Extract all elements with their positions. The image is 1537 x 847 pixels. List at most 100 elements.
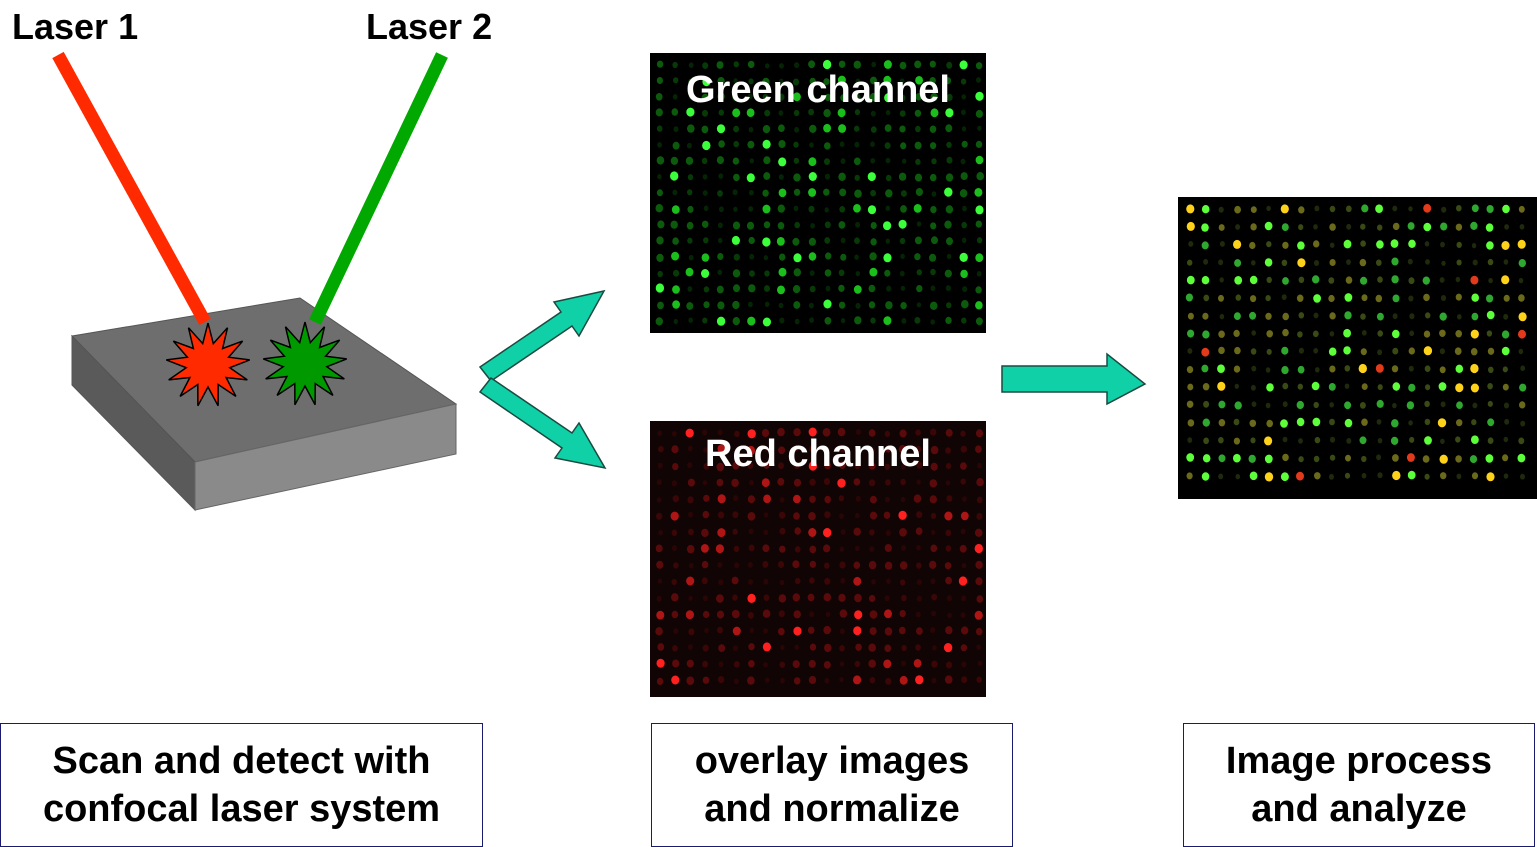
- array-spot: [1440, 222, 1448, 231]
- array-spot: [1361, 294, 1368, 302]
- array-spot: [977, 462, 982, 469]
- array-spot: [884, 644, 892, 653]
- array-spot: [701, 560, 709, 569]
- array-spot: [1409, 313, 1415, 320]
- array-spot: [779, 511, 786, 519]
- array-spot: [1186, 221, 1195, 231]
- array-spot: [717, 494, 726, 504]
- array-spot: [869, 511, 878, 520]
- red-channel-spots: [655, 427, 984, 685]
- array-spot: [672, 189, 678, 196]
- array-spot: [977, 660, 983, 667]
- array-spot: [854, 189, 862, 198]
- array-spot: [822, 59, 832, 70]
- array-spot: [838, 495, 845, 502]
- array-spot: [762, 237, 771, 247]
- array-spot: [1203, 258, 1209, 265]
- array-spot: [747, 593, 756, 603]
- array-spot: [913, 204, 922, 213]
- array-spot: [1360, 240, 1366, 247]
- array-spot: [901, 544, 907, 551]
- array-spot: [747, 429, 756, 439]
- array-spot: [946, 595, 952, 602]
- array-spot: [1406, 453, 1415, 462]
- array-spot: [733, 173, 740, 182]
- array-spot: [884, 142, 891, 149]
- array-spot: [1408, 206, 1413, 212]
- array-spot: [1392, 313, 1398, 320]
- array-spot: [1406, 401, 1415, 410]
- array-spot: [702, 140, 711, 151]
- array-spot: [883, 60, 892, 69]
- array-spot: [656, 77, 663, 84]
- array-spot: [1344, 311, 1352, 320]
- array-spot: [1456, 205, 1462, 212]
- array-spot: [914, 60, 922, 69]
- array-spot: [1202, 312, 1209, 320]
- array-spot: [1456, 241, 1462, 248]
- array-spot: [884, 496, 890, 503]
- array-spot: [884, 595, 890, 602]
- array-spot: [809, 611, 815, 618]
- array-spot: [718, 173, 724, 179]
- array-spot: [869, 546, 875, 552]
- array-spot: [900, 302, 907, 310]
- array-spot: [764, 446, 769, 452]
- array-spot: [916, 545, 921, 551]
- array-spot: [855, 545, 860, 552]
- array-spot: [915, 429, 921, 436]
- array-spot: [1488, 277, 1493, 284]
- array-spot: [823, 661, 831, 669]
- array-spot: [1282, 277, 1289, 285]
- array-spot: [733, 661, 740, 668]
- array-spot: [764, 285, 770, 292]
- array-spot: [657, 270, 663, 278]
- array-spot: [884, 627, 893, 636]
- array-spot: [945, 316, 952, 324]
- array-spot: [1346, 259, 1351, 265]
- array-spot: [749, 158, 754, 164]
- array-spot: [732, 594, 738, 601]
- array-spot: [1298, 206, 1305, 214]
- array-spot: [1472, 259, 1478, 266]
- array-spot: [1297, 365, 1305, 374]
- array-spot: [1472, 402, 1478, 409]
- array-spot: [838, 269, 845, 277]
- array-spot: [657, 643, 665, 651]
- array-spot: [839, 628, 845, 635]
- array-spot: [1266, 419, 1273, 428]
- caption-scan-detect: Scan and detect with confocal laser syst…: [0, 723, 483, 847]
- array-spot: [778, 110, 784, 116]
- array-spot: [717, 92, 725, 101]
- array-spot: [1233, 365, 1241, 373]
- array-spot: [975, 560, 983, 569]
- array-spot: [703, 205, 709, 212]
- array-spot: [700, 544, 709, 553]
- array-spot: [1249, 419, 1257, 427]
- array-spot: [931, 191, 937, 197]
- array-spot: [1375, 364, 1384, 373]
- array-spot: [1424, 241, 1430, 247]
- array-spot: [688, 528, 694, 536]
- array-spot: [929, 560, 937, 569]
- array-spot: [899, 610, 906, 618]
- array-spot: [824, 495, 831, 504]
- array-spot: [716, 478, 724, 487]
- array-spot: [748, 126, 754, 133]
- array-spot: [778, 610, 785, 618]
- array-spot: [732, 269, 741, 278]
- array-spot: [913, 659, 922, 668]
- array-spot: [685, 156, 694, 165]
- array-spot: [1456, 419, 1463, 427]
- array-spot: [702, 174, 708, 180]
- array-spot: [780, 677, 785, 684]
- array-spot: [913, 494, 922, 503]
- array-spot: [1329, 312, 1336, 320]
- array-spot: [871, 579, 876, 585]
- array-spot: [883, 221, 892, 231]
- array-spot: [717, 253, 724, 260]
- array-spot: [717, 222, 723, 229]
- array-spot: [854, 462, 861, 470]
- array-spot: [1298, 224, 1304, 231]
- array-spot: [1313, 348, 1319, 354]
